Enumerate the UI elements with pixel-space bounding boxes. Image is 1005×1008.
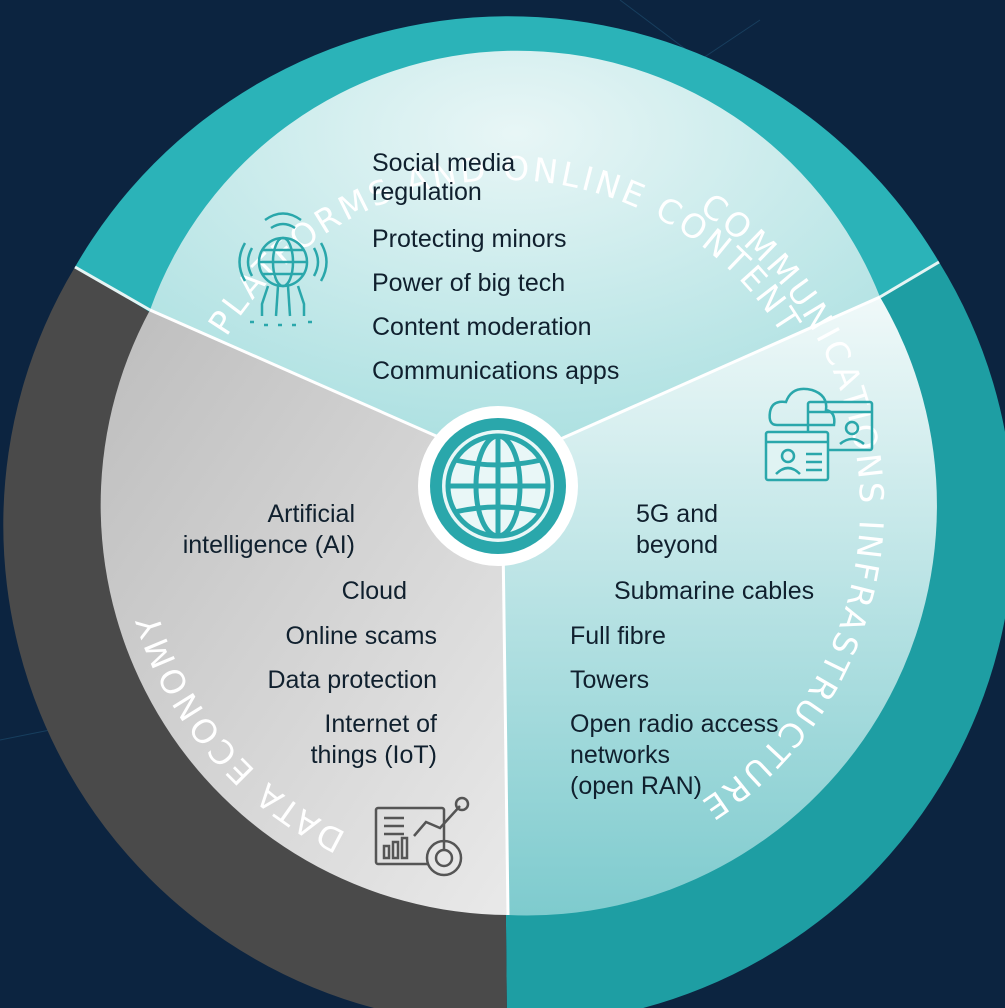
globe-icon (418, 406, 578, 566)
top-item-social-media: Social media (372, 149, 515, 177)
analytics-dashboard-icon (374, 796, 470, 877)
right-item-networks: networks (570, 741, 670, 769)
left-item-intelligence-ai: intelligence (AI) (183, 531, 355, 559)
top-item-protecting-minors: Protecting minors (372, 225, 567, 253)
left-item-online-scams: Online scams (286, 622, 437, 650)
right-item-open-ran: (open RAN) (570, 772, 702, 800)
left-item-list: Artificial intelligence (AI) Cloud Onlin… (183, 500, 437, 769)
left-item-internet-of: Internet of (324, 710, 437, 738)
pie-segment-left (100, 310, 508, 915)
left-item-things-iot: things (IoT) (311, 741, 437, 769)
top-item-regulation: regulation (372, 178, 482, 206)
left-item-data-protection: Data protection (267, 666, 437, 694)
cloud-profile-icon (764, 387, 874, 482)
right-item-list: 5G and beyond Submarine cables Full fibr… (570, 500, 814, 800)
pie-segment-top (150, 50, 880, 466)
top-item-power-of-big-tech: Power of big tech (372, 269, 565, 297)
right-item-submarine-cables: Submarine cables (614, 577, 814, 605)
right-item-towers: Towers (570, 666, 649, 694)
right-item-beyond: beyond (636, 531, 718, 559)
right-item-full-fibre: Full fibre (570, 622, 666, 650)
globe-network-icon (238, 212, 328, 327)
top-item-content-moderation: Content moderation (372, 313, 592, 341)
top-item-list: Social media regulation Protecting minor… (372, 149, 619, 385)
left-item-artificial: Artificial (267, 500, 355, 528)
left-item-cloud: Cloud (342, 577, 407, 605)
top-item-communications-apps: Communications apps (372, 357, 619, 385)
right-item-open-radio-access: Open radio access (570, 710, 778, 738)
right-item-5g-and: 5G and (636, 500, 718, 528)
